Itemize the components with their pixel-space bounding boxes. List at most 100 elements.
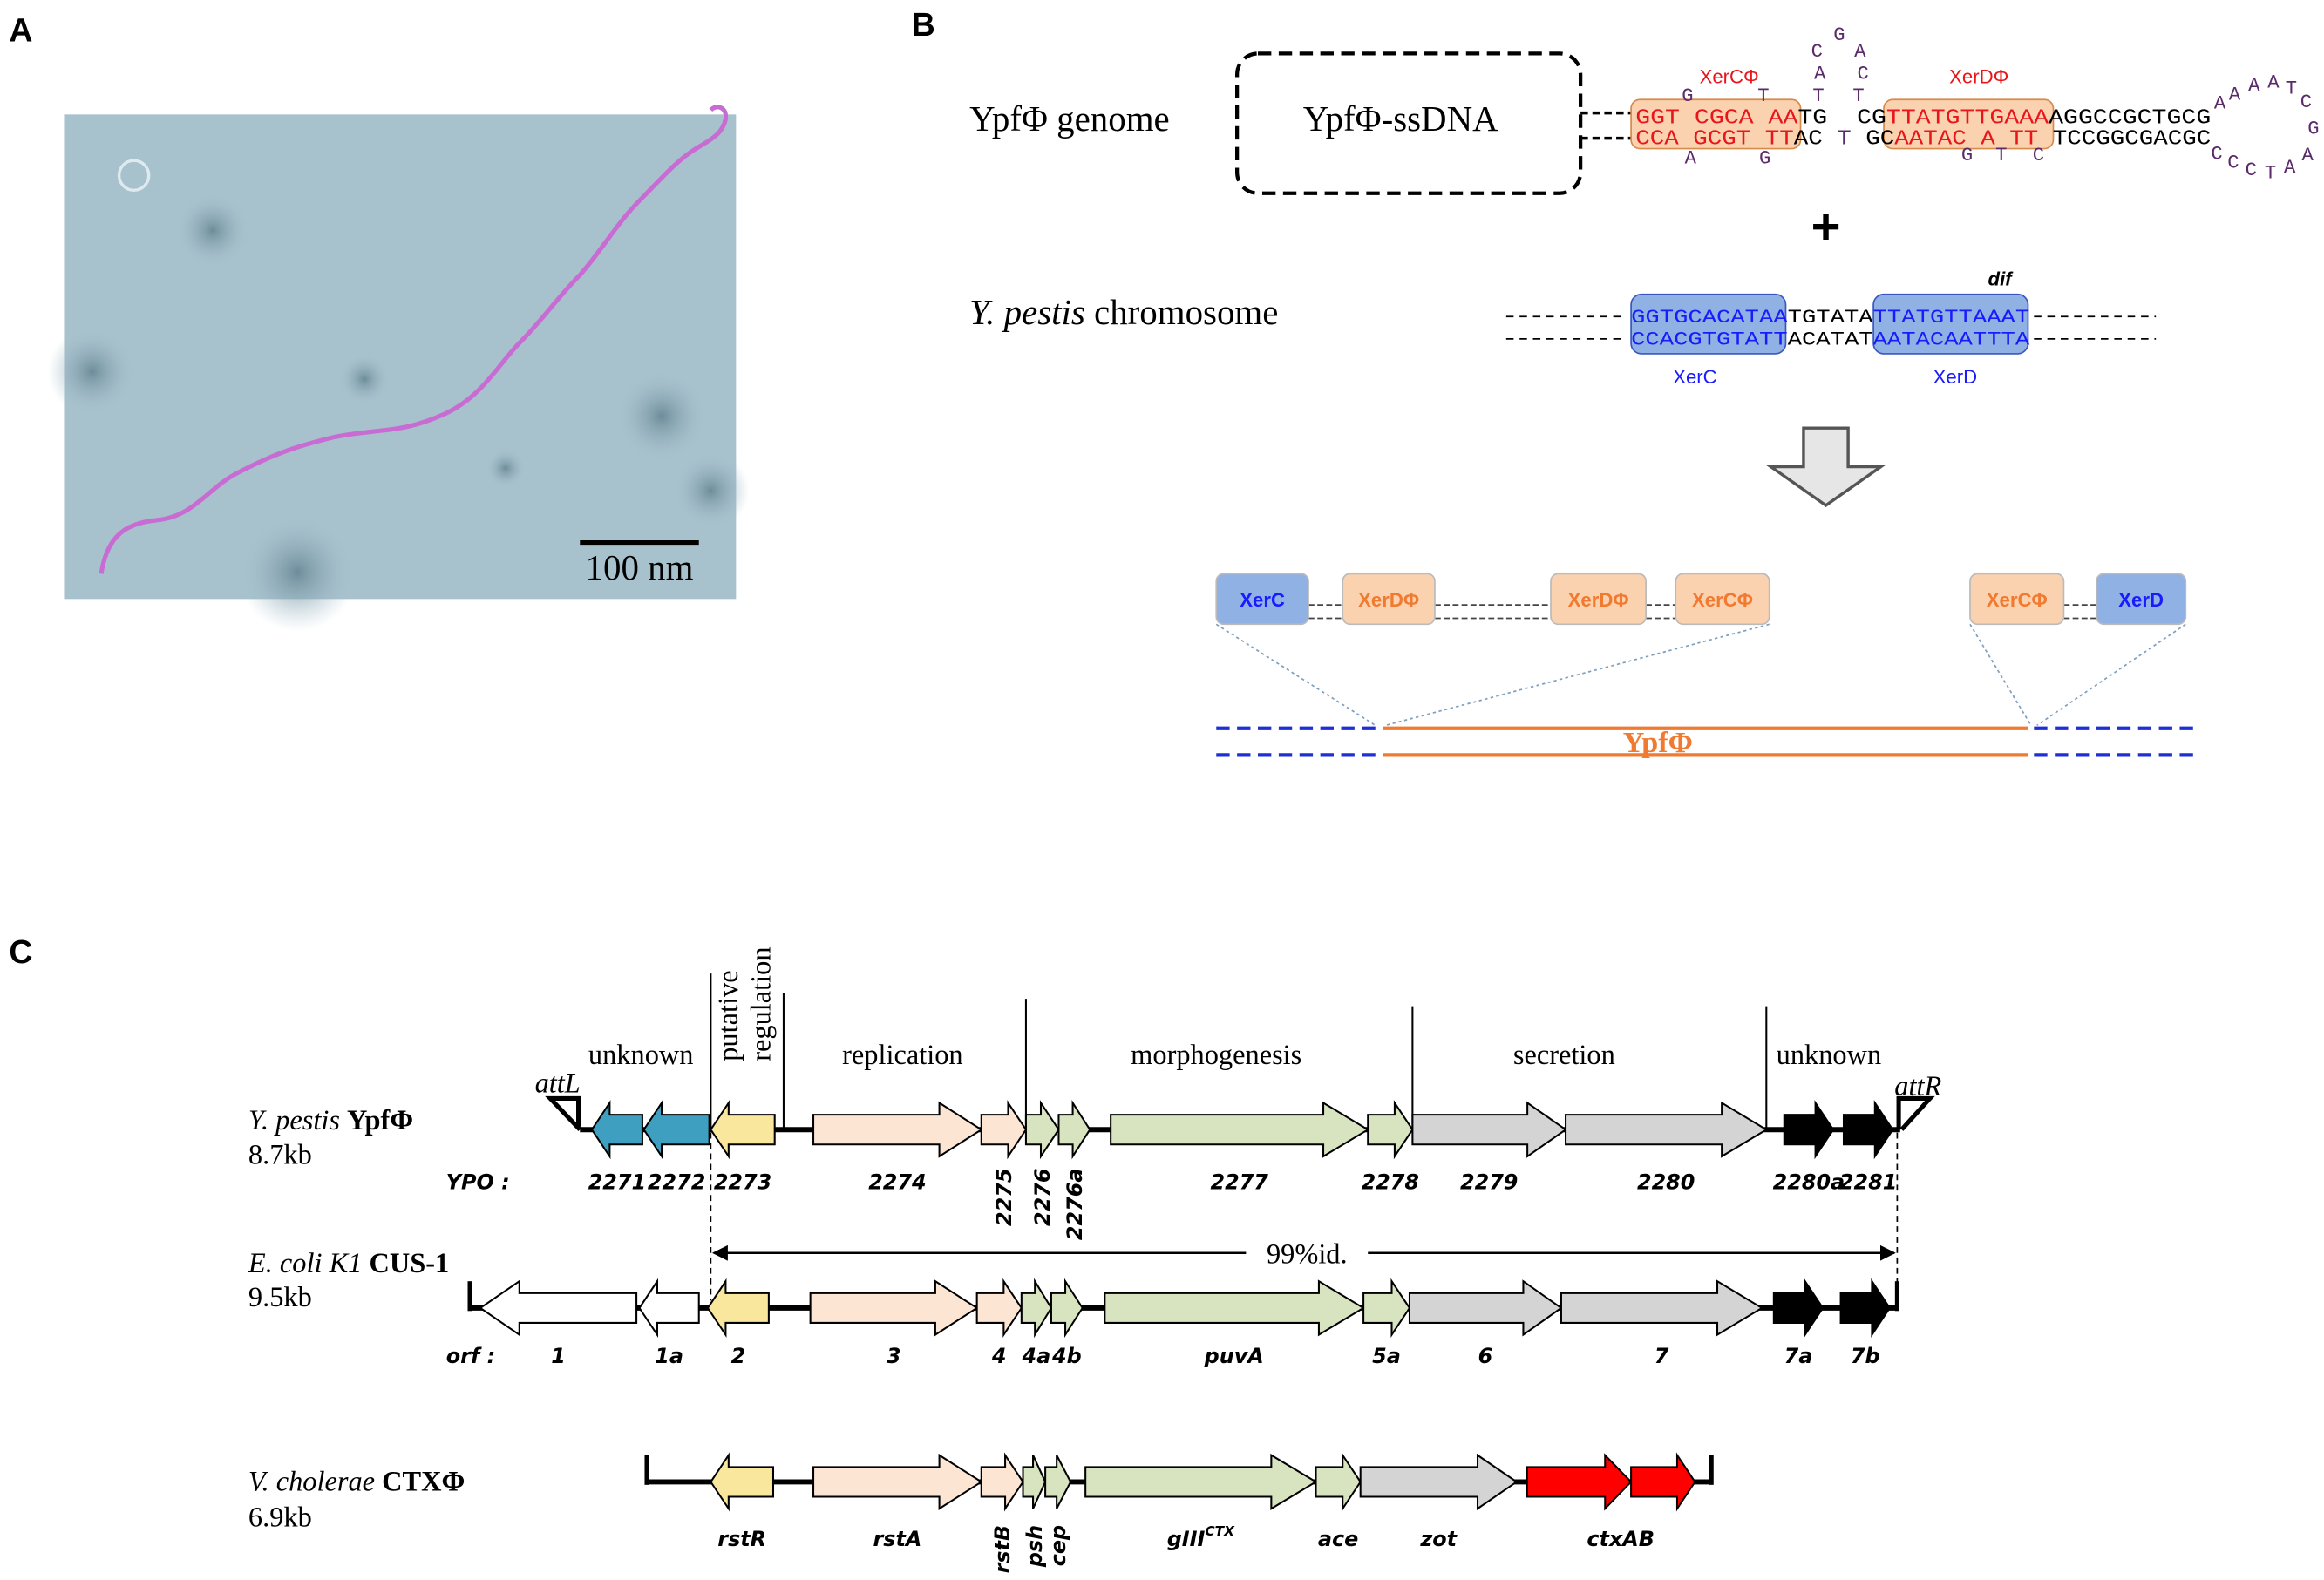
hairpin-base: A: [2284, 157, 2296, 179]
bulge-base: G: [1682, 85, 1693, 107]
category-unknown-left: unknown: [588, 1040, 694, 1071]
phage-filament: [99, 105, 729, 574]
gene-arrow-rstA: [812, 1453, 983, 1510]
gene-label: ace: [1318, 1527, 1358, 1551]
ssdna-box: [1234, 51, 1583, 195]
xercphi-site-box: [1630, 98, 1802, 150]
xerc-site-box: [1630, 293, 1787, 355]
xerdphi-site-box: [1883, 98, 2055, 150]
locus-prefix: YPO :: [446, 1170, 510, 1194]
hairpin-base: C: [2211, 143, 2222, 165]
gene-label: 4: [991, 1344, 1007, 1368]
bulge-base: G: [1759, 148, 1770, 170]
hairpin-base: G: [2307, 118, 2319, 139]
gene-label: ctxAB: [1587, 1527, 1655, 1551]
category-regulation: regulation: [746, 946, 778, 1061]
gene-arrow-3: [809, 1279, 979, 1337]
genome-size: 9.5kb: [248, 1282, 312, 1313]
gene-arrow-2276: [1024, 1100, 1060, 1160]
gene-label: 2279: [1460, 1170, 1518, 1194]
gene-arrow-4: [975, 1278, 1023, 1338]
chromosome-label: Y. pestis chromosome: [969, 293, 1278, 332]
svg-text:XerCΦ: XerCΦ: [1692, 589, 1753, 611]
gene-arrow-7a: [1772, 1278, 1825, 1338]
gene-label: 5a: [1372, 1344, 1401, 1368]
attr-site-icon: [1896, 1095, 1935, 1131]
gene-arrow-4b: [1050, 1278, 1084, 1339]
gene-arrow-rstR: [710, 1452, 775, 1512]
panel-b: YpfΦ genome YpfΦ-ssDNA XerCΦ XerDΦ GGT C…: [969, 24, 2319, 759]
gene-arrow-2275: [980, 1100, 1028, 1160]
category-unknown-right: unknown: [1777, 1040, 1882, 1071]
category-morphogenesis: morphogenesis: [1131, 1040, 1301, 1071]
gene-arrow-ace: [1315, 1452, 1362, 1512]
stem-loop-base: G: [1833, 24, 1845, 46]
gene-label: 2274: [868, 1170, 926, 1194]
site-box-xerc: XerC: [1215, 573, 1309, 626]
gene-arrow-2280: [1565, 1101, 1769, 1158]
gene-label: 2276: [1030, 1169, 1055, 1226]
svg-text:XerDΦ: XerDΦ: [1358, 589, 1419, 611]
attl-site-icon: [545, 1095, 582, 1131]
gene-arrow-5a: [1362, 1278, 1411, 1338]
gene-arrow-2279: [1411, 1101, 1567, 1158]
bulge-base: T: [1995, 145, 2007, 166]
stem-loop-base: C: [1858, 63, 1869, 85]
gene-label: 7a: [1784, 1344, 1813, 1368]
stem-loop-base: T: [1852, 85, 1864, 107]
gene-label: psh: [1023, 1525, 1047, 1568]
locus-prefix: orf :: [446, 1344, 495, 1368]
category-putative: putative: [713, 970, 744, 1061]
gene-label: 7: [1655, 1344, 1669, 1368]
hairpin-base: A: [2267, 72, 2280, 94]
gene-arrow-2280a: [1783, 1100, 1835, 1160]
hairpin-base: T: [2265, 163, 2276, 185]
scale-bar-label: 100 nm: [586, 548, 694, 587]
xercphi-label: XerCΦ: [1700, 66, 1759, 88]
site-box-xerdφ: XerDΦ: [1550, 573, 1648, 626]
ssdna-label: YpfΦ-ssDNA: [1303, 99, 1498, 139]
svg-text:XerD: XerD: [2118, 589, 2164, 611]
svg-text:XerC: XerC: [1240, 589, 1285, 611]
hairpin-base: A: [2214, 93, 2226, 115]
site-box-xerdφ: XerDΦ: [1342, 573, 1436, 626]
panel-label-a: A: [9, 12, 32, 49]
gene-arrow-2272: [642, 1100, 710, 1160]
gene-arrow-2276a: [1057, 1100, 1091, 1160]
gene-label: 4a: [1022, 1344, 1051, 1368]
stem-loop-base: A: [1854, 41, 1866, 63]
gene-arrow-2274: [812, 1101, 983, 1158]
identity-label: 99%id.: [1267, 1239, 1348, 1271]
gene-label: 7b: [1851, 1344, 1880, 1368]
gene-label: 2276a: [1063, 1169, 1087, 1241]
gene-label: rstB: [990, 1525, 1015, 1574]
bulge-base: T: [1757, 85, 1769, 107]
gene-arrow-ctxb: [1630, 1452, 1696, 1512]
svg-text:XerCΦ: XerCΦ: [1987, 589, 2048, 611]
hairpin-base: C: [2246, 159, 2257, 181]
plus-sign: +: [1811, 200, 1841, 255]
xerd-site-box: [1872, 293, 2029, 355]
gene-arrow-psh: [1022, 1455, 1047, 1509]
gene-label: 2271: [588, 1170, 646, 1194]
gene-arrow-2271: [590, 1100, 643, 1160]
gene-label: gIIICTX: [1167, 1523, 1235, 1551]
gene-label: 4b: [1051, 1344, 1082, 1368]
micrograph: 100 nm: [47, 105, 750, 632]
site-box-xercφ: XerCΦ: [1969, 573, 2065, 626]
gene-label: 6: [1478, 1344, 1493, 1368]
integration-sites: XerC XerDΦ XerDΦ XerCΦ XerCΦ XerD: [1215, 573, 2187, 626]
panel-label-b: B: [912, 6, 935, 43]
xerd-label: XerD: [1933, 366, 1977, 388]
gene-label: 2280a: [1773, 1170, 1845, 1194]
genome-name: E. coli K1 CUS-1: [248, 1248, 449, 1279]
gene-arrow-gIII: [1084, 1453, 1318, 1510]
gene-arrow-7: [1560, 1279, 1764, 1337]
hairpin-base: C: [2300, 92, 2312, 113]
panel-label-c: C: [9, 933, 32, 970]
dif-label: dif: [1988, 268, 2015, 289]
